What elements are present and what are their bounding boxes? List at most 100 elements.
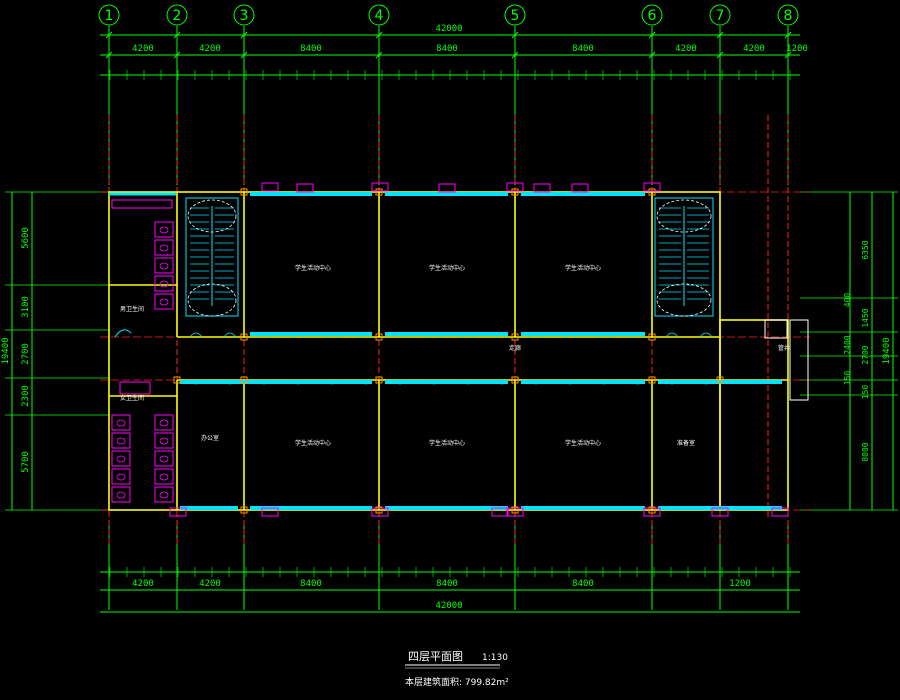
dim-tick	[511, 31, 519, 39]
column	[375, 188, 383, 196]
dim-part-left: 5700	[21, 451, 31, 473]
door-swing	[495, 332, 509, 338]
room-label: 准备室	[677, 439, 695, 447]
stair-arc	[187, 283, 237, 317]
dim-bay-bottom: 8400	[436, 579, 458, 589]
axis-number: 3	[240, 8, 249, 24]
stair-arc	[656, 283, 712, 317]
toilet-stall-south-b	[154, 432, 174, 449]
axis-number: 8	[784, 8, 793, 24]
door-swing	[257, 379, 271, 385]
toilet-stall-south-b	[154, 414, 174, 431]
facade-fixture	[261, 507, 279, 517]
door-swing	[461, 379, 475, 385]
dim-tick	[648, 31, 656, 39]
drawing-title: 四层平面图	[408, 650, 463, 663]
toilet-stall-south-a	[111, 450, 131, 467]
toilet-stall-south-a	[111, 432, 131, 449]
toilet-bowl	[159, 437, 169, 445]
dim-part-right: 400	[843, 293, 852, 308]
dim-part-right: 2400	[843, 335, 852, 354]
toilet-stall-north	[154, 221, 174, 238]
door-swing	[223, 332, 237, 338]
axis-number: 2	[173, 8, 182, 24]
facade-fixture	[506, 507, 524, 517]
toilet-bowl	[159, 473, 169, 481]
toilet-bowl	[159, 491, 169, 499]
toilet-bowl	[116, 455, 126, 463]
facade-fixture	[371, 507, 389, 517]
door-swing	[291, 379, 305, 385]
column	[648, 188, 656, 196]
toilet-stall-south-a	[111, 414, 131, 431]
room-label: 学生活动中心	[429, 264, 465, 272]
column	[240, 188, 248, 196]
dim-bay-top: 1200	[786, 44, 808, 54]
room-label: 学生活动中心	[565, 264, 601, 272]
room-label: 学生活动中心	[295, 264, 331, 272]
column	[240, 376, 248, 384]
toilet-bowl	[116, 473, 126, 481]
door-swing	[631, 332, 645, 338]
dim-tick	[105, 51, 113, 59]
shaft-box	[789, 319, 809, 401]
door-swing	[427, 379, 441, 385]
toilet-stall-north	[154, 293, 174, 310]
room-label: 走廊	[509, 344, 521, 352]
dim-bay-bottom: 1200	[729, 579, 751, 589]
axis-bubble	[98, 4, 120, 26]
column	[240, 506, 248, 514]
room-label: 男卫生间	[120, 305, 144, 313]
facade-fixture	[711, 507, 729, 517]
door-swing	[393, 332, 407, 338]
dim-tick	[716, 51, 724, 59]
dim-part-left: 2700	[21, 343, 31, 365]
axis-number: 7	[716, 8, 725, 24]
door-swing	[631, 379, 645, 385]
dim-tick	[105, 31, 113, 39]
column	[648, 376, 656, 384]
dim-part-left: 2300	[21, 385, 31, 407]
toilet-stall-south-a	[111, 486, 131, 503]
column	[648, 333, 656, 341]
door-swing	[665, 379, 679, 385]
door-swing	[461, 332, 475, 338]
door-swing	[325, 332, 339, 338]
dim-part-right: 150	[861, 385, 870, 400]
door-swing	[699, 332, 713, 338]
dim-tick	[784, 51, 792, 59]
column	[375, 376, 383, 384]
room-label: 学生活动中心	[565, 439, 601, 447]
dim-bay-bottom: 8400	[572, 579, 594, 589]
facade-fixture	[643, 507, 661, 517]
dim-total-right: 19400	[882, 337, 892, 364]
axis-bubble	[709, 4, 731, 26]
dim-tick	[784, 31, 792, 39]
dim-part-left: 5600	[21, 227, 31, 249]
door-swing	[359, 332, 373, 338]
toilet-bowl	[159, 419, 169, 427]
dim-bay-top: 4200	[199, 44, 221, 54]
toilet-stall-south-b	[154, 468, 174, 485]
door-swing	[597, 379, 611, 385]
toilet-bowl	[159, 280, 169, 288]
stair-east	[654, 197, 714, 317]
dim-part-right: 8000	[861, 442, 870, 461]
facade-fixture	[643, 182, 661, 192]
dim-part-right: 1450	[861, 308, 870, 327]
dim-bay-top: 8400	[572, 44, 594, 54]
room-label: 学生活动中心	[429, 439, 465, 447]
axis-bubble	[166, 4, 188, 26]
column	[511, 506, 519, 514]
stair-arc	[656, 199, 712, 233]
door-swing	[427, 332, 441, 338]
dim-bay-top: 4200	[132, 44, 154, 54]
toilet-stall-south-b	[154, 486, 174, 503]
facade-fixture	[571, 183, 589, 193]
stair-arc	[187, 199, 237, 233]
dim-tick	[375, 51, 383, 59]
room-label: 学生活动中心	[295, 439, 331, 447]
door-swing	[563, 332, 577, 338]
door-swing	[189, 332, 203, 338]
door-swing	[291, 332, 305, 338]
